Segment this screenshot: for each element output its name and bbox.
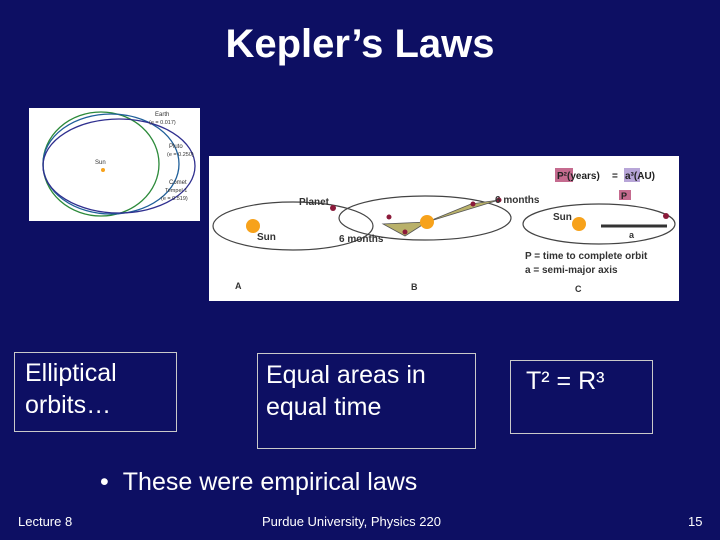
- sun-icon: [101, 168, 105, 172]
- comet-extra: Tempel 1: [165, 188, 187, 194]
- formula-left: P²(years): [557, 171, 600, 182]
- orbit-b: [338, 195, 512, 241]
- panel-c-label: C: [575, 284, 582, 294]
- earth-label: Earth: [155, 112, 169, 118]
- pluto-label: Pluto: [169, 144, 183, 150]
- law1-text: Elliptical orbits…: [25, 359, 117, 419]
- slide-title: Kepler’s Laws: [225, 22, 495, 66]
- p-box: [619, 190, 631, 200]
- comet-ecc: (e = 0.519): [161, 196, 188, 202]
- pluto-ecc: (e = 0.250): [167, 152, 194, 158]
- sun-a-label: Sun: [257, 232, 276, 243]
- orbits-sun-label: Sun: [95, 160, 106, 166]
- legend-p: P = time to complete orbit: [525, 251, 648, 262]
- law3-text: T² = R³: [526, 367, 605, 395]
- panel-b-label: B: [411, 282, 418, 292]
- legend-a: a = semi-major axis: [525, 265, 618, 276]
- orbits-figure: Sun Earth (e = 0.017) Pluto (e = 0.250) …: [29, 108, 200, 221]
- comet-label: Comet: [169, 180, 187, 186]
- formula-p2-highlight: [555, 168, 573, 182]
- footer-institution: Purdue University, Physics 220: [262, 514, 441, 529]
- panel-a-label: A: [235, 281, 242, 291]
- law1-box: Elliptical orbits…: [14, 352, 177, 432]
- planet-label: Planet: [299, 197, 330, 208]
- bullet-symbol: •: [100, 468, 109, 496]
- p-label: P: [621, 191, 627, 201]
- planet-a-icon: [330, 205, 336, 211]
- bullet-text: These were empirical laws: [122, 468, 418, 496]
- formula-right: a³(AU): [625, 171, 655, 182]
- earth-ecc: (e = 0.017): [149, 120, 176, 126]
- area-b-right: [426, 199, 500, 223]
- footer-page-number: 15: [688, 514, 703, 529]
- comet-orbit: [42, 118, 196, 214]
- law2-box: Equal areas in equal time: [257, 353, 476, 449]
- planet-c-icon: [663, 213, 669, 219]
- planet-b3-icon: [470, 201, 476, 207]
- law3-box: T² = R³: [510, 360, 653, 434]
- orbit-c: [522, 203, 676, 245]
- six-months-a: 6 months: [339, 234, 384, 245]
- orbit-a: [212, 201, 374, 251]
- six-months-b: 6 months: [495, 195, 540, 206]
- formula-eq: =: [612, 171, 618, 182]
- area-b-left: [381, 221, 429, 237]
- a-label: a: [629, 230, 635, 240]
- planet-b2-icon: [402, 229, 408, 235]
- sun-b-icon: [420, 215, 434, 229]
- sun-a-icon: [246, 219, 260, 233]
- sun-c-label: Sun: [553, 212, 572, 223]
- law2-text: Equal areas in equal time: [266, 361, 426, 421]
- kepler-laws-figure: Planet Sun A 6 months 6 months B P²(year…: [209, 156, 679, 301]
- bullet-item: • These were empirical laws: [100, 468, 417, 497]
- sun-c-icon: [572, 217, 586, 231]
- planet-b1-icon: [386, 214, 392, 220]
- formula-a3-highlight: [624, 168, 640, 182]
- planet-b4-icon: [496, 197, 502, 203]
- footer-lecture: Lecture 8: [18, 514, 73, 529]
